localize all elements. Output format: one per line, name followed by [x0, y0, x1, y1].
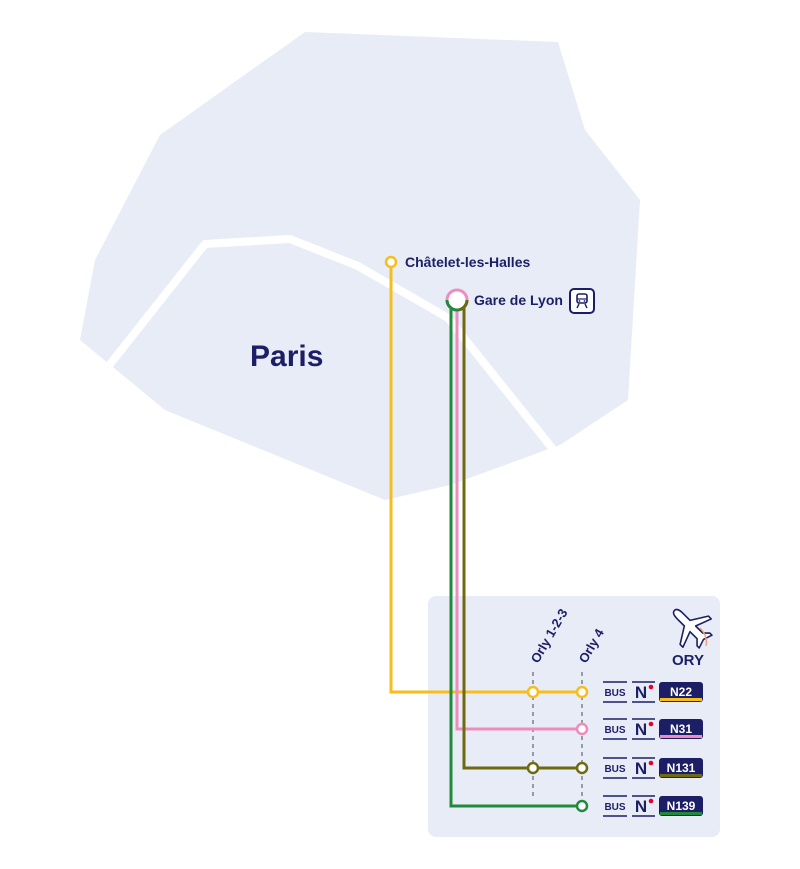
line-badge-n22[interactable]	[659, 682, 703, 702]
line-badge-label-n139[interactable]: N139	[667, 799, 696, 813]
airport-panel	[428, 596, 720, 837]
station-gare-de-lyon-ring-olive	[459, 299, 469, 311]
line-badge-accent-n22	[660, 698, 702, 701]
line-badge-label-n31[interactable]: N31	[670, 722, 692, 736]
stop-n22-orly-1-2-3[interactable]	[526, 685, 540, 699]
stop-n31-orly-4[interactable]	[575, 722, 589, 736]
noctilien-dot-n131	[648, 760, 654, 766]
route-n22	[389, 262, 582, 694]
line-badge-accent-n139	[660, 812, 702, 815]
noctilien-logo-n139: N	[635, 797, 647, 816]
noctilien-logo-n31: N	[635, 720, 647, 739]
bus-mode-label-n139: BUS	[604, 802, 625, 813]
stop-n131-orly-4[interactable]	[575, 761, 589, 775]
bus-mode-label-n22: BUS	[604, 688, 625, 699]
train-icon	[569, 288, 595, 314]
noctilien-logo-n131: N	[635, 759, 647, 778]
line-badge-label-n22[interactable]: N22	[670, 685, 692, 699]
route-n139	[449, 306, 582, 808]
city-label: Paris	[250, 340, 323, 373]
line-badge-accent-n31	[660, 735, 702, 738]
stop-n139-orly-4[interactable]	[575, 799, 589, 813]
bus-mode-label-n31: BUS	[604, 725, 625, 736]
airplane-icon	[672, 608, 713, 649]
bus-mode-label-n131: BUS	[604, 764, 625, 775]
airplane-accent	[699, 627, 708, 647]
line-badge-n31[interactable]	[659, 719, 703, 739]
station-label-chatelet[interactable]: Châtelet-les-Halles	[405, 254, 530, 270]
route-n31	[455, 306, 582, 731]
noctilien-dot-n31	[648, 721, 654, 727]
line-badge-label-n131[interactable]: N131	[667, 761, 696, 775]
stop-n22-orly-4[interactable]	[575, 685, 589, 699]
noctilien-dot-n139	[648, 798, 654, 804]
noctilien-dot-n22	[648, 684, 654, 690]
airport-label: ORY	[672, 652, 704, 669]
stop-n131-orly-1-2-3[interactable]	[526, 761, 540, 775]
station-label-gare-de-lyon[interactable]: Gare de Lyon	[474, 292, 563, 308]
station-chatelet-marker[interactable]	[384, 255, 398, 269]
line-badge-n131[interactable]	[659, 758, 703, 778]
route-n131	[462, 306, 582, 770]
line-badge-n139[interactable]	[659, 796, 703, 816]
noctilien-logo-n22: N	[635, 683, 647, 702]
line-badge-accent-n131	[660, 774, 702, 777]
